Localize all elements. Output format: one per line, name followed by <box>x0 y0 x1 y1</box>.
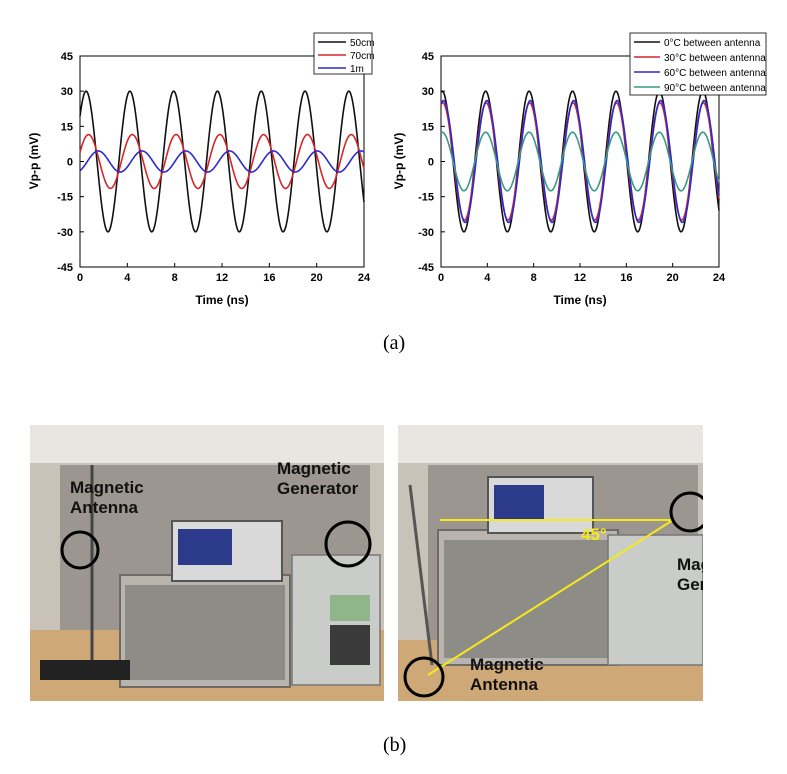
plot-area-left <box>79 55 365 268</box>
legend-label: 50cm <box>350 38 374 49</box>
y-tick-label: -45 <box>418 262 434 274</box>
photo-left-illustration <box>30 425 384 701</box>
legend-label: 30°C between antenna <box>664 53 766 64</box>
x-tick-label: 24 <box>713 272 726 284</box>
y-tick-label: 15 <box>422 121 434 133</box>
x-axis-label-right: Time (ns) <box>553 293 606 307</box>
photo-right-illustration <box>398 425 703 701</box>
y-tick-label: -30 <box>418 227 434 239</box>
y-tick-label: 30 <box>61 86 73 98</box>
caption-b: (b) <box>383 734 407 756</box>
legend-right: 0°C between antenna 30°C between antenna 6… <box>629 32 767 96</box>
y-axis-label-left: Vp-p (mV) <box>27 133 41 190</box>
chart-left: 0 4 8 12 16 20 24 -45 -30 -15 0 15 30 45 Time (ns) Vp… <box>27 32 374 307</box>
series-line <box>79 150 365 173</box>
generator-circle-right <box>669 491 703 533</box>
legend-box-left <box>313 32 373 75</box>
series-lines-left <box>79 90 365 233</box>
angle-label: 45° <box>581 525 607 544</box>
x-tick-label: 8 <box>531 272 537 284</box>
y-axis-label-right: Vp-p (mV) <box>392 133 406 190</box>
x-tick-label: 4 <box>124 272 131 284</box>
y-tick-label: 0 <box>67 157 73 169</box>
x-tick-label: 8 <box>172 272 178 284</box>
y-tick-label: -15 <box>57 192 73 204</box>
x-tick-label: 20 <box>311 272 323 284</box>
x-tick-label: 4 <box>484 272 491 284</box>
y-tick-label: 45 <box>61 51 73 63</box>
series-lines-right <box>440 90 720 233</box>
y-tick-label: -45 <box>57 262 73 274</box>
x-tick-label: 24 <box>358 272 371 284</box>
y-tick-label: 45 <box>422 51 434 63</box>
legend-box-right <box>629 32 767 96</box>
y-tick-label: 15 <box>61 121 73 133</box>
left-generator-label: Magnetic Generator <box>277 459 359 498</box>
generator-circle-left <box>324 520 372 568</box>
x-tick-label: 0 <box>77 272 83 284</box>
photo-left: Magnetic Antenna Magnetic Generator <box>30 425 384 701</box>
legend-label: 0°C between antenna <box>664 38 761 49</box>
x-tick-label: 0 <box>438 272 444 284</box>
antenna-circle-right <box>403 656 445 698</box>
y-tick-label: 30 <box>422 86 434 98</box>
x-tick-label: 12 <box>574 272 586 284</box>
series-line <box>79 90 365 233</box>
series-line <box>79 133 365 190</box>
x-tick-label: 20 <box>667 272 679 284</box>
legend-label: 90°C between antenna <box>664 83 766 94</box>
series-line <box>440 131 720 192</box>
x-axis-label-left: Time (ns) <box>195 293 248 307</box>
legend-left: 50cm 70cm 1m <box>313 32 374 75</box>
legend-label: 1m <box>350 64 364 75</box>
legend-label: 60°C between antenna <box>664 68 766 79</box>
x-tick-label: 12 <box>216 272 228 284</box>
right-generator-label: Magnetic Generator <box>677 555 703 594</box>
x-tick-label: 16 <box>620 272 632 284</box>
antenna-circle-left <box>60 530 100 570</box>
right-antenna-label: Magnetic Antenna <box>470 655 544 694</box>
chart-right: 0 4 8 12 16 20 24 -45 -30 -15 0 15 30 45 Time (ns) Vp… <box>392 32 767 307</box>
axis-ticks-right: 0 4 8 12 16 20 24 -45 -30 -15 0 15 30 45 <box>418 51 726 284</box>
legend-label: 70cm <box>350 51 374 62</box>
photo-right: 45° Magnetic Generator Magnetic Antenna <box>398 425 703 701</box>
y-tick-label: -30 <box>57 227 73 239</box>
caption-a: (a) <box>383 332 406 354</box>
y-tick-label: 0 <box>428 157 434 169</box>
y-tick-label: -15 <box>418 192 434 204</box>
left-antenna-label: Magnetic Antenna <box>70 478 144 517</box>
axis-ticks-left: 0 4 8 12 16 20 24 -45 -30 -15 0 15 30 45 <box>57 51 371 284</box>
x-tick-label: 16 <box>263 272 275 284</box>
